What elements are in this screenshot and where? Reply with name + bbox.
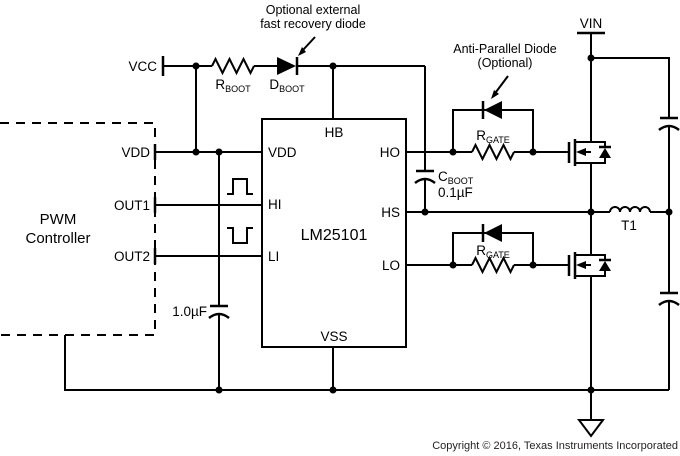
hs-fet-arrow xyxy=(576,148,586,156)
rboot-resistor xyxy=(211,56,255,76)
pwm-controller-outline xyxy=(0,122,156,336)
high-side-mosfet xyxy=(567,139,611,212)
bootstrap-supply-section: VCC RBOOT DBOOT xyxy=(128,56,425,152)
ls-fet-arrow xyxy=(576,261,586,269)
pwm-controller-title-line1: PWM xyxy=(40,211,77,228)
t1-inductor xyxy=(609,206,651,213)
lo-pin-label: LO xyxy=(382,258,400,273)
cboot-plate-bottom xyxy=(414,177,436,185)
junction-dot xyxy=(192,62,200,70)
antiparallel-diode-low xyxy=(484,224,502,242)
lower-cap-plate-bottom xyxy=(658,299,680,307)
boot-note-line1: Optional external xyxy=(266,3,361,17)
junction-dot xyxy=(329,386,337,394)
dboot-diode xyxy=(277,57,296,75)
boot-note-arrow-line xyxy=(302,36,316,51)
li-inverted-pulse-waveform-icon xyxy=(227,227,253,244)
junction-dot xyxy=(449,148,457,156)
vdd-bypass-cap: 1.0µF xyxy=(172,304,230,390)
lm25101-part-number: LM25101 xyxy=(301,227,368,244)
upper-cap-plate-bottom xyxy=(658,124,680,132)
vss-pin-label: VSS xyxy=(320,329,347,344)
junction-dot xyxy=(587,208,595,216)
rgate-low-label: RGATE xyxy=(476,243,510,260)
antiparallel-note-line1: Anti-Parallel Diode xyxy=(453,42,557,56)
antiparallel-note-arrow-line xyxy=(495,75,509,93)
vin-net-label: VIN xyxy=(580,16,603,31)
ic-vdd-pin-label: VDD xyxy=(268,145,297,160)
t1-label: T1 xyxy=(621,218,637,233)
junction-dot xyxy=(192,148,200,156)
cboot-label: CBOOT xyxy=(438,169,474,186)
junction-dot xyxy=(529,261,537,269)
junction-dot xyxy=(587,386,595,394)
input-wiring xyxy=(155,151,262,306)
hs-fet-body-diode xyxy=(599,148,611,158)
rgate-low-resistor xyxy=(471,255,515,275)
boot-note-line2: fast recovery diode xyxy=(260,17,366,31)
junction-dots xyxy=(192,54,673,394)
junction-dot xyxy=(449,261,457,269)
vddcap-value: 1.0µF xyxy=(172,304,207,319)
junction-dot xyxy=(329,62,337,70)
junction-dot xyxy=(587,54,595,62)
cboot-value: 0.1µF xyxy=(438,185,473,200)
hi-pulse-waveform-icon xyxy=(227,178,253,195)
low-side-gate-network: RGATE xyxy=(406,224,569,275)
rgate-high-label: RGATE xyxy=(476,128,510,145)
antiparallel-diode-low-loop xyxy=(452,232,534,265)
high-side-gate-network: RGATE xyxy=(406,101,569,162)
ground-symbol-icon xyxy=(577,419,605,438)
antiparallel-diode-high xyxy=(484,101,502,119)
ls-fet-body-diode-wires xyxy=(591,254,606,277)
pwm-controller-box: PWM Controller VDD OUT1 OUT2 xyxy=(0,122,157,336)
lm25101-ic: LM25101 HB VDD HI LI HO HS LO VSS xyxy=(261,118,407,348)
junction-dot xyxy=(421,208,429,216)
rgate-high-resistor xyxy=(471,142,515,162)
copyright-text: Copyright © 2016, Texas Instruments Inco… xyxy=(432,440,678,452)
hi-pin-label: HI xyxy=(268,197,282,212)
low-side-mosfet xyxy=(567,212,611,390)
pwm-out2-pin-label: OUT2 xyxy=(114,249,150,264)
rboot-label: RBOOT xyxy=(215,77,251,94)
vddcap-plate-bottom xyxy=(208,312,230,320)
vin-terminal: VIN xyxy=(577,16,605,142)
pwm-controller-title-line2: Controller xyxy=(25,230,90,247)
ho-pin-label: HO xyxy=(380,145,400,160)
antiparallel-diode-high-loop xyxy=(452,109,534,152)
vin-cap-branch-wire xyxy=(591,57,670,118)
output-cap-branch xyxy=(591,57,680,390)
junction-dot xyxy=(665,208,673,216)
antiparallel-note-arrowhead xyxy=(491,90,499,99)
li-pin-label: LI xyxy=(268,249,279,264)
hs-pin-label: HS xyxy=(381,205,400,220)
junction-dot xyxy=(215,386,223,394)
dboot-label: DBOOT xyxy=(269,77,305,94)
hs-fet-body-diode-wires xyxy=(591,141,606,164)
junction-dot xyxy=(215,148,223,156)
ground-section xyxy=(64,335,669,438)
ls-fet-body-diode xyxy=(599,261,611,271)
junction-dot xyxy=(529,148,537,156)
antiparallel-annotation: Anti-Parallel Diode (Optional) xyxy=(453,42,557,99)
pwm-vdd-pin-label: VDD xyxy=(121,145,150,160)
ground-rail xyxy=(64,335,669,391)
lm25101-body xyxy=(261,118,407,348)
switch-node-section: T1 xyxy=(406,206,669,233)
antiparallel-note-line2: (Optional) xyxy=(478,56,533,70)
pwm-out1-pin-label: OUT1 xyxy=(114,198,150,213)
boot-note-arrowhead xyxy=(298,47,306,56)
cboot-branch: CBOOT 0.1µF xyxy=(414,66,474,212)
boot-diode-annotation: Optional external fast recovery diode xyxy=(260,3,366,56)
vcc-net-label: VCC xyxy=(128,59,157,74)
hb-pin-label: HB xyxy=(325,125,344,140)
